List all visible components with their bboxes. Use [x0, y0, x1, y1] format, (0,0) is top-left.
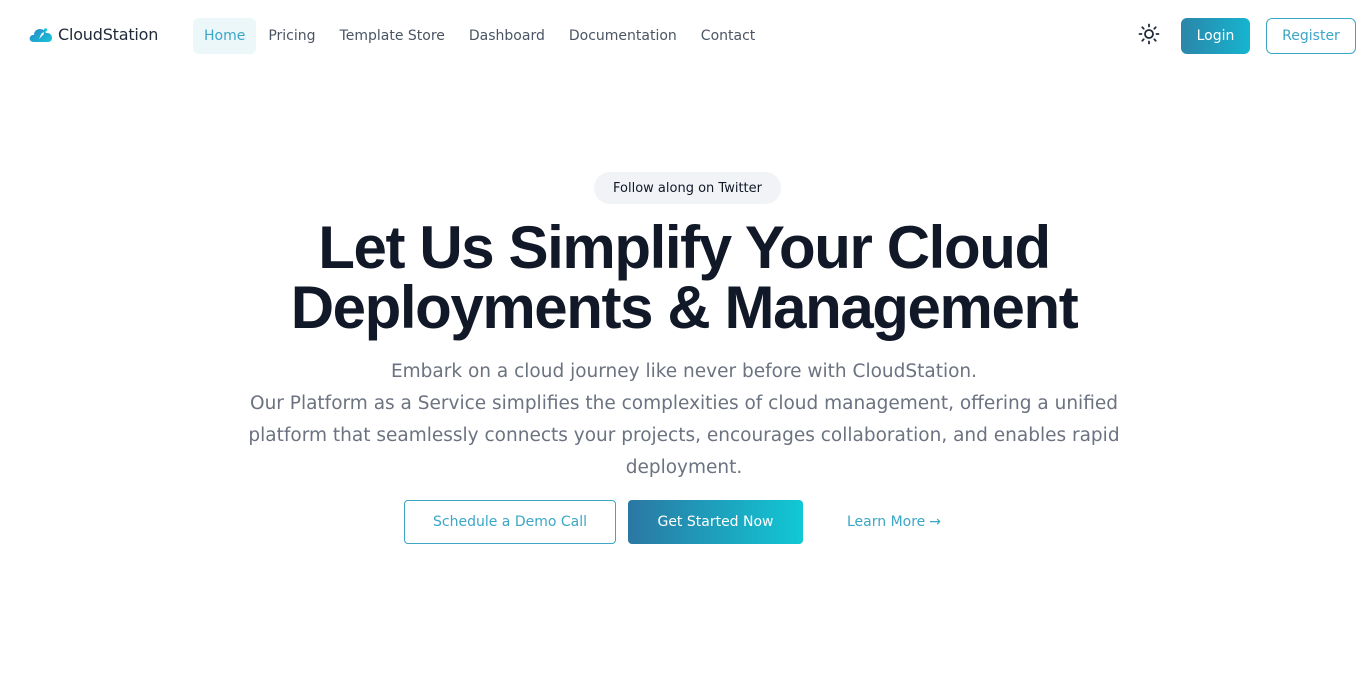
- nav-item-contact[interactable]: Contact: [700, 28, 756, 44]
- nav-item-documentation[interactable]: Documentation: [568, 28, 677, 44]
- subtitle-line-1: Embark on a cloud journey like never bef…: [390, 361, 978, 382]
- arrow-right-icon: →: [929, 514, 942, 530]
- site-header: CloudStation Home Pricing Template Store…: [0, 0, 1368, 72]
- nav-item-home[interactable]: Home: [193, 18, 257, 54]
- theme-toggle-button[interactable]: [1136, 23, 1162, 49]
- cloud-rocket-icon: [28, 24, 54, 44]
- learn-more-link[interactable]: Learn More →: [847, 500, 941, 544]
- headline-line-1: Let Us Simplify Your Cloud: [318, 214, 1051, 281]
- logo[interactable]: CloudStation: [28, 24, 158, 44]
- hero-headline: Let Us Simplify Your Cloud Deployments &…: [184, 218, 1184, 338]
- subtitle-line-2: Our Platform as a Service simplifies the…: [248, 393, 1120, 478]
- nav-item-dashboard[interactable]: Dashboard: [468, 28, 545, 44]
- main-nav: Home Pricing Template Store Dashboard Do…: [193, 18, 767, 54]
- learn-more-label: Learn More: [847, 514, 926, 530]
- sun-icon: [1138, 23, 1160, 49]
- nav-item-template-store[interactable]: Template Store: [339, 28, 445, 44]
- login-button[interactable]: Login: [1181, 18, 1250, 54]
- hero-subtitle: Embark on a cloud journey like never bef…: [234, 356, 1134, 484]
- headline-line-2: Deployments & Management: [290, 274, 1079, 341]
- nav-item-pricing[interactable]: Pricing: [268, 28, 316, 44]
- twitter-follow-pill[interactable]: Follow along on Twitter: [594, 172, 781, 204]
- logo-text: CloudStation: [58, 24, 159, 44]
- schedule-demo-button[interactable]: Schedule a Demo Call: [404, 500, 616, 544]
- register-button[interactable]: Register: [1266, 18, 1356, 54]
- get-started-button[interactable]: Get Started Now: [628, 500, 803, 544]
